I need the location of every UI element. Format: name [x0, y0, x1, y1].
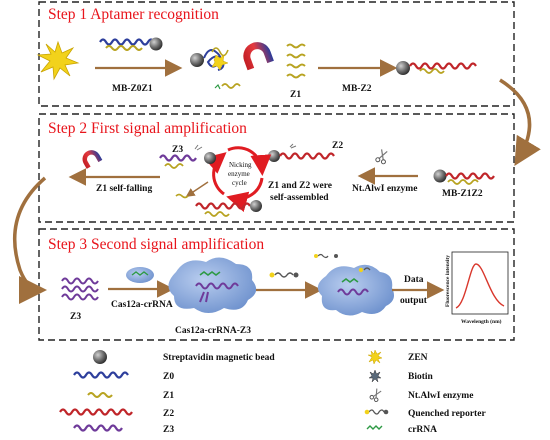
- step1-title: Step 1 Aptamer recognition: [48, 6, 219, 23]
- label-cas12a-crrna-z3: Cas12a-crRNA-Z3: [175, 326, 251, 336]
- label-cas12a-crrna: Cas12a-crRNA: [111, 300, 173, 310]
- mb-z1z2-complex: [433, 169, 495, 185]
- legend-label-nt-alwi: Nt.AlwI enzyme: [408, 391, 473, 401]
- legend-label-crrna: crRNA: [408, 425, 437, 435]
- legend-right-3: Quenched reporter: [364, 409, 486, 419]
- chart-y-axis-label: Fluorescence intensity: [445, 255, 451, 307]
- legend-label-z0: Z0: [163, 372, 174, 382]
- legend-right-0: ZEN: [367, 349, 428, 365]
- legend-label-zen: ZEN: [408, 353, 428, 363]
- cycle-label-1: Nicking: [229, 161, 252, 169]
- zen-icon: [367, 349, 383, 365]
- cas12a-active-complex: [317, 264, 394, 316]
- magnet-icon-step2: [82, 150, 103, 169]
- legend-right-1: Biotin: [368, 369, 434, 383]
- label-z2-step2: Z2: [332, 141, 343, 151]
- label-z1z2-assembled-1: Z1 and Z2 were: [268, 181, 332, 191]
- legend-left-2: Z1: [87, 391, 174, 401]
- fluorescence-curve: [455, 263, 505, 309]
- reporter-above-arrow: [269, 272, 299, 278]
- label-data-output-1: Data: [404, 275, 424, 285]
- legend-left-0: Streptavidin magnetic bead: [93, 350, 275, 364]
- z3-strand-icon: [73, 424, 123, 432]
- label-nt-alwi: Nt.AlwI enzyme: [352, 184, 417, 194]
- z1-strand-icon: [87, 392, 113, 398]
- bead-icon: [149, 37, 163, 51]
- legend-left-1: Z0: [73, 371, 174, 382]
- cas12a-crrna-z3-complex: [168, 257, 257, 313]
- step2-title: Step 2 First signal amplification: [48, 120, 247, 137]
- legend-label-z1: Z1: [163, 391, 174, 401]
- mb-z2-complex: [396, 61, 477, 75]
- reporter-icon: [364, 409, 389, 415]
- connector-step1-step2: [499, 78, 541, 167]
- scissors-icon: [375, 149, 388, 165]
- cycle-label-3: cycle: [232, 179, 247, 187]
- legend-left-3: Z2: [59, 408, 174, 419]
- z1-fallen: [175, 193, 189, 199]
- z2-strand-icon: [59, 408, 133, 416]
- legend-left-4: Z3: [73, 424, 174, 435]
- arrow-z1-self-falling: [185, 181, 209, 197]
- z2-z1-bottom: [195, 200, 262, 217]
- label-mb-z0z1: MB-Z0Z1: [112, 84, 153, 94]
- cycle-label-2: enzyme: [228, 170, 250, 178]
- reporter-top: [314, 253, 338, 259]
- step3-title: Step 3 Second signal amplification: [48, 236, 264, 253]
- legend-label-bead: Streptavidin magnetic bead: [163, 353, 275, 363]
- legend-label-reporter: Quenched reporter: [408, 409, 486, 419]
- label-z1-self-falling: Z1 self-falling: [96, 184, 152, 194]
- label-z1z2-assembled-2: self-assembled: [270, 193, 329, 203]
- z3-strands-step3: [61, 277, 99, 301]
- z3-strand-top: [159, 144, 216, 169]
- legend: Streptavidin magnetic bead Z0 Z1 Z2 Z3 Z…: [59, 349, 486, 435]
- label-z3-step3: Z3: [70, 312, 81, 322]
- z0-strand-icon: [73, 371, 129, 379]
- step2-box: [38, 113, 515, 223]
- z1-released-strands: [286, 43, 306, 79]
- legend-right-2: Nt.AlwI enzyme: [369, 388, 473, 403]
- legend-label-z2: Z2: [163, 409, 174, 419]
- zen-icon: [36, 40, 80, 81]
- label-mb-z2: MB-Z2: [342, 84, 372, 94]
- label-z1-step1: Z1: [290, 90, 301, 100]
- mb-z0z1-complex: [99, 37, 163, 51]
- scissors-icon: [369, 388, 382, 403]
- cas12a-crrna-small: [126, 267, 154, 283]
- biotin-icon: [368, 369, 382, 383]
- legend-label-z3: Z3: [163, 425, 174, 435]
- legend-label-biotin: Biotin: [408, 372, 434, 382]
- bead-target-complex: [190, 47, 241, 90]
- label-z3-step2: Z3: [172, 145, 183, 155]
- label-mb-z1z2: MB-Z1Z2: [442, 189, 483, 199]
- z2-strand-top: [268, 143, 335, 162]
- legend-right-4: crRNA: [366, 425, 437, 435]
- fluorescence-chart: Wavelength (nm) Fluorescence intensity: [445, 251, 509, 325]
- bead-icon: [93, 350, 107, 364]
- label-data-output-2: output: [400, 296, 428, 306]
- chart-x-axis-label: Wavelength (nm): [461, 318, 502, 325]
- crrna-icon: [366, 425, 383, 430]
- nicking-cycle: Nicking enzyme cycle: [203, 146, 272, 213]
- step1-box: [38, 1, 515, 107]
- magnet-icon: [243, 42, 274, 71]
- connector-step2-step3: [12, 176, 47, 304]
